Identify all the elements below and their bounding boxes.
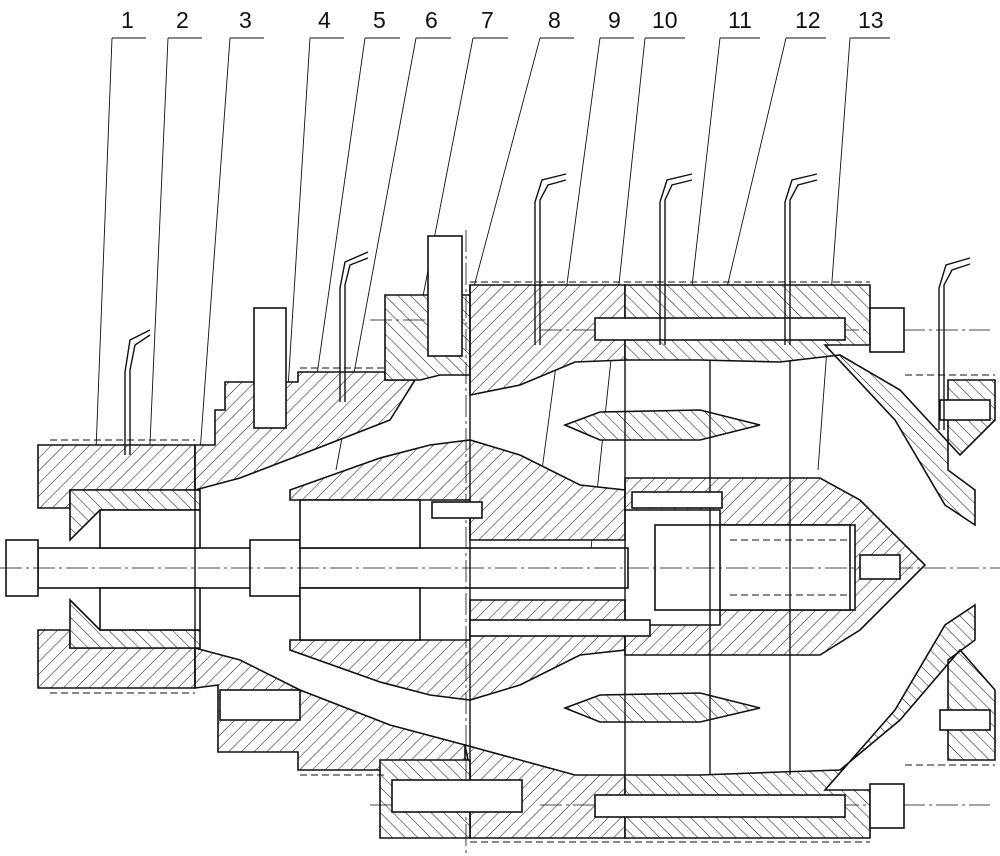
- callout-7: 7: [481, 7, 494, 33]
- part-mandrel: [289, 439, 626, 541]
- flange-bolt-upper: [427, 235, 463, 357]
- callout-10: 10: [652, 7, 678, 33]
- front-bolt-lower: [939, 709, 991, 731]
- tie-bolt-upper: [594, 317, 846, 341]
- partition-lines: [194, 285, 791, 838]
- front-cavity-insert: [719, 524, 851, 611]
- callout-4: 4: [318, 7, 331, 33]
- tie-bolt-lower-nut: [869, 783, 905, 829]
- flange-bolt-lower: [391, 779, 523, 813]
- inner-bore-rear: [99, 509, 201, 549]
- die-tip-screw: [859, 554, 901, 580]
- cap-bolt-upper: [253, 307, 287, 429]
- cap-bolt-lower: [219, 689, 301, 721]
- part-front-housing: [624, 284, 996, 527]
- callout-5: 5: [373, 7, 386, 33]
- tie-bolt-lower: [594, 794, 846, 818]
- inner-bolt-3: [469, 619, 651, 637]
- inner-bore-rear-lower: [99, 587, 201, 631]
- callout-group: 1 2 3 4 5 6 7 8 9 10 11 12 13: [95, 7, 890, 559]
- thermocouple-5: [784, 173, 818, 345]
- callout-1: 1: [121, 7, 134, 33]
- callout-9: 9: [608, 7, 621, 33]
- part-inner-sleeve-lower: [69, 598, 201, 649]
- front-bolt-upper: [939, 399, 991, 421]
- inner-cavity-mid: [299, 499, 421, 549]
- callout-11: 11: [728, 7, 752, 33]
- inner-bolt-2: [631, 491, 723, 509]
- thermocouples: [124, 173, 971, 455]
- thermocouple-1: [124, 329, 151, 455]
- heater-bands: [50, 281, 995, 843]
- callout-12: 12: [795, 7, 821, 33]
- thermocouple-2: [339, 251, 369, 402]
- callout-2: 2: [176, 7, 189, 33]
- spoke-upper: [562, 409, 761, 441]
- thermocouple-6: [938, 257, 971, 430]
- callout-6: 6: [425, 7, 438, 33]
- inner-bolt-1: [431, 501, 483, 519]
- extrusion-head-section: [0, 173, 1000, 856]
- spoke-lower: [562, 692, 761, 723]
- callout-13: 13: [858, 7, 884, 33]
- inner-cavity-mid-lower: [299, 587, 421, 641]
- tie-bolt-upper-nut: [869, 307, 905, 353]
- thermocouple-4: [659, 173, 693, 345]
- callout-3: 3: [239, 7, 252, 33]
- callout-8: 8: [548, 7, 561, 33]
- thermocouple-3: [534, 173, 567, 345]
- tie-bolts: [219, 235, 991, 829]
